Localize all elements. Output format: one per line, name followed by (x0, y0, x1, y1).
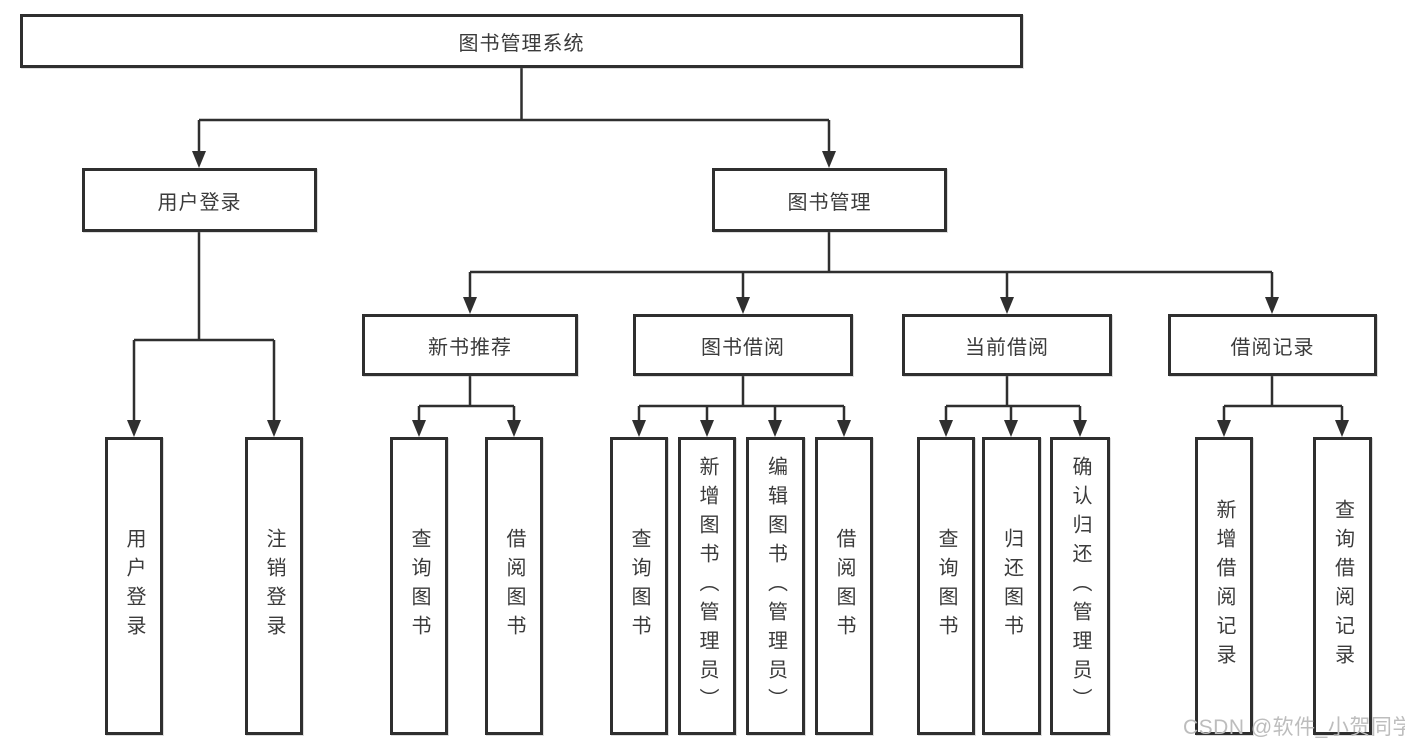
leaf-recommend-borrow-books: 借阅图书 (485, 437, 543, 735)
connector-book-management (468, 232, 1274, 299)
node-label: 查询图书 (628, 528, 650, 644)
leaf-borrowing-query-books: 查询图书 (610, 437, 668, 735)
connector-root (197, 68, 831, 153)
leaf-user-login: 用户登录 (105, 437, 163, 735)
node-label: 归还图书 (1000, 528, 1023, 644)
connector-new-book-recommend (417, 376, 516, 422)
node-label: 图书管理系统 (458, 32, 585, 55)
connector-borrow-records (1222, 376, 1344, 422)
node-label: 新增图书（管理员） (696, 455, 718, 717)
node-label: 借阅图书 (833, 528, 855, 644)
node-user-login: 用户登录 (82, 168, 317, 232)
connector-book-borrowing (637, 376, 846, 422)
node-label: 查询图书 (935, 528, 957, 644)
leaf-current-query-books: 查询图书 (917, 437, 975, 735)
node-label: 用户登录 (123, 528, 145, 644)
node-label: 编辑图书（管理员） (764, 455, 787, 717)
leaf-borrowing-borrow-books: 借阅图书 (815, 437, 873, 735)
node-label: 用户登录 (157, 191, 242, 214)
node-label: 注销登录 (263, 528, 285, 644)
node-label: 查询图书 (408, 528, 430, 644)
arrowheads (127, 151, 1349, 437)
connector-current-borrowing (944, 376, 1082, 422)
leaf-recommend-query-books: 查询图书 (390, 437, 448, 735)
node-label: 新增借阅记录 (1213, 499, 1235, 673)
node-label: 借阅记录 (1230, 336, 1315, 359)
leaf-add-books-admin: 新增图书（管理员） (678, 437, 736, 735)
leaf-return-books: 归还图书 (982, 437, 1041, 735)
csdn-watermark: CSDN @软件_小贺同学 (1183, 716, 1405, 739)
leaf-add-borrow-record: 新增借阅记录 (1195, 437, 1253, 735)
node-label: 图书管理 (787, 191, 872, 214)
node-label: 借阅图书 (503, 528, 525, 644)
connector-user-login (132, 232, 276, 422)
node-library-system: 图书管理系统 (20, 14, 1023, 68)
leaf-confirm-return-admin: 确认归还（管理员） (1050, 437, 1110, 735)
node-book-management: 图书管理 (712, 168, 947, 232)
leaf-edit-books-admin: 编辑图书（管理员） (746, 437, 805, 735)
node-new-book-recommend: 新书推荐 (362, 314, 578, 376)
node-label: 查询借阅记录 (1331, 499, 1354, 673)
node-book-borrowing: 图书借阅 (633, 314, 853, 376)
leaf-query-borrow-record: 查询借阅记录 (1313, 437, 1372, 735)
node-current-borrowing: 当前借阅 (902, 314, 1112, 376)
node-borrow-records: 借阅记录 (1168, 314, 1377, 376)
node-label: 新书推荐 (428, 336, 512, 359)
node-label: 确认归还（管理员） (1069, 455, 1091, 717)
node-label: 图书借阅 (701, 336, 785, 359)
leaf-logout: 注销登录 (245, 437, 303, 735)
node-label: 当前借阅 (965, 336, 1049, 359)
